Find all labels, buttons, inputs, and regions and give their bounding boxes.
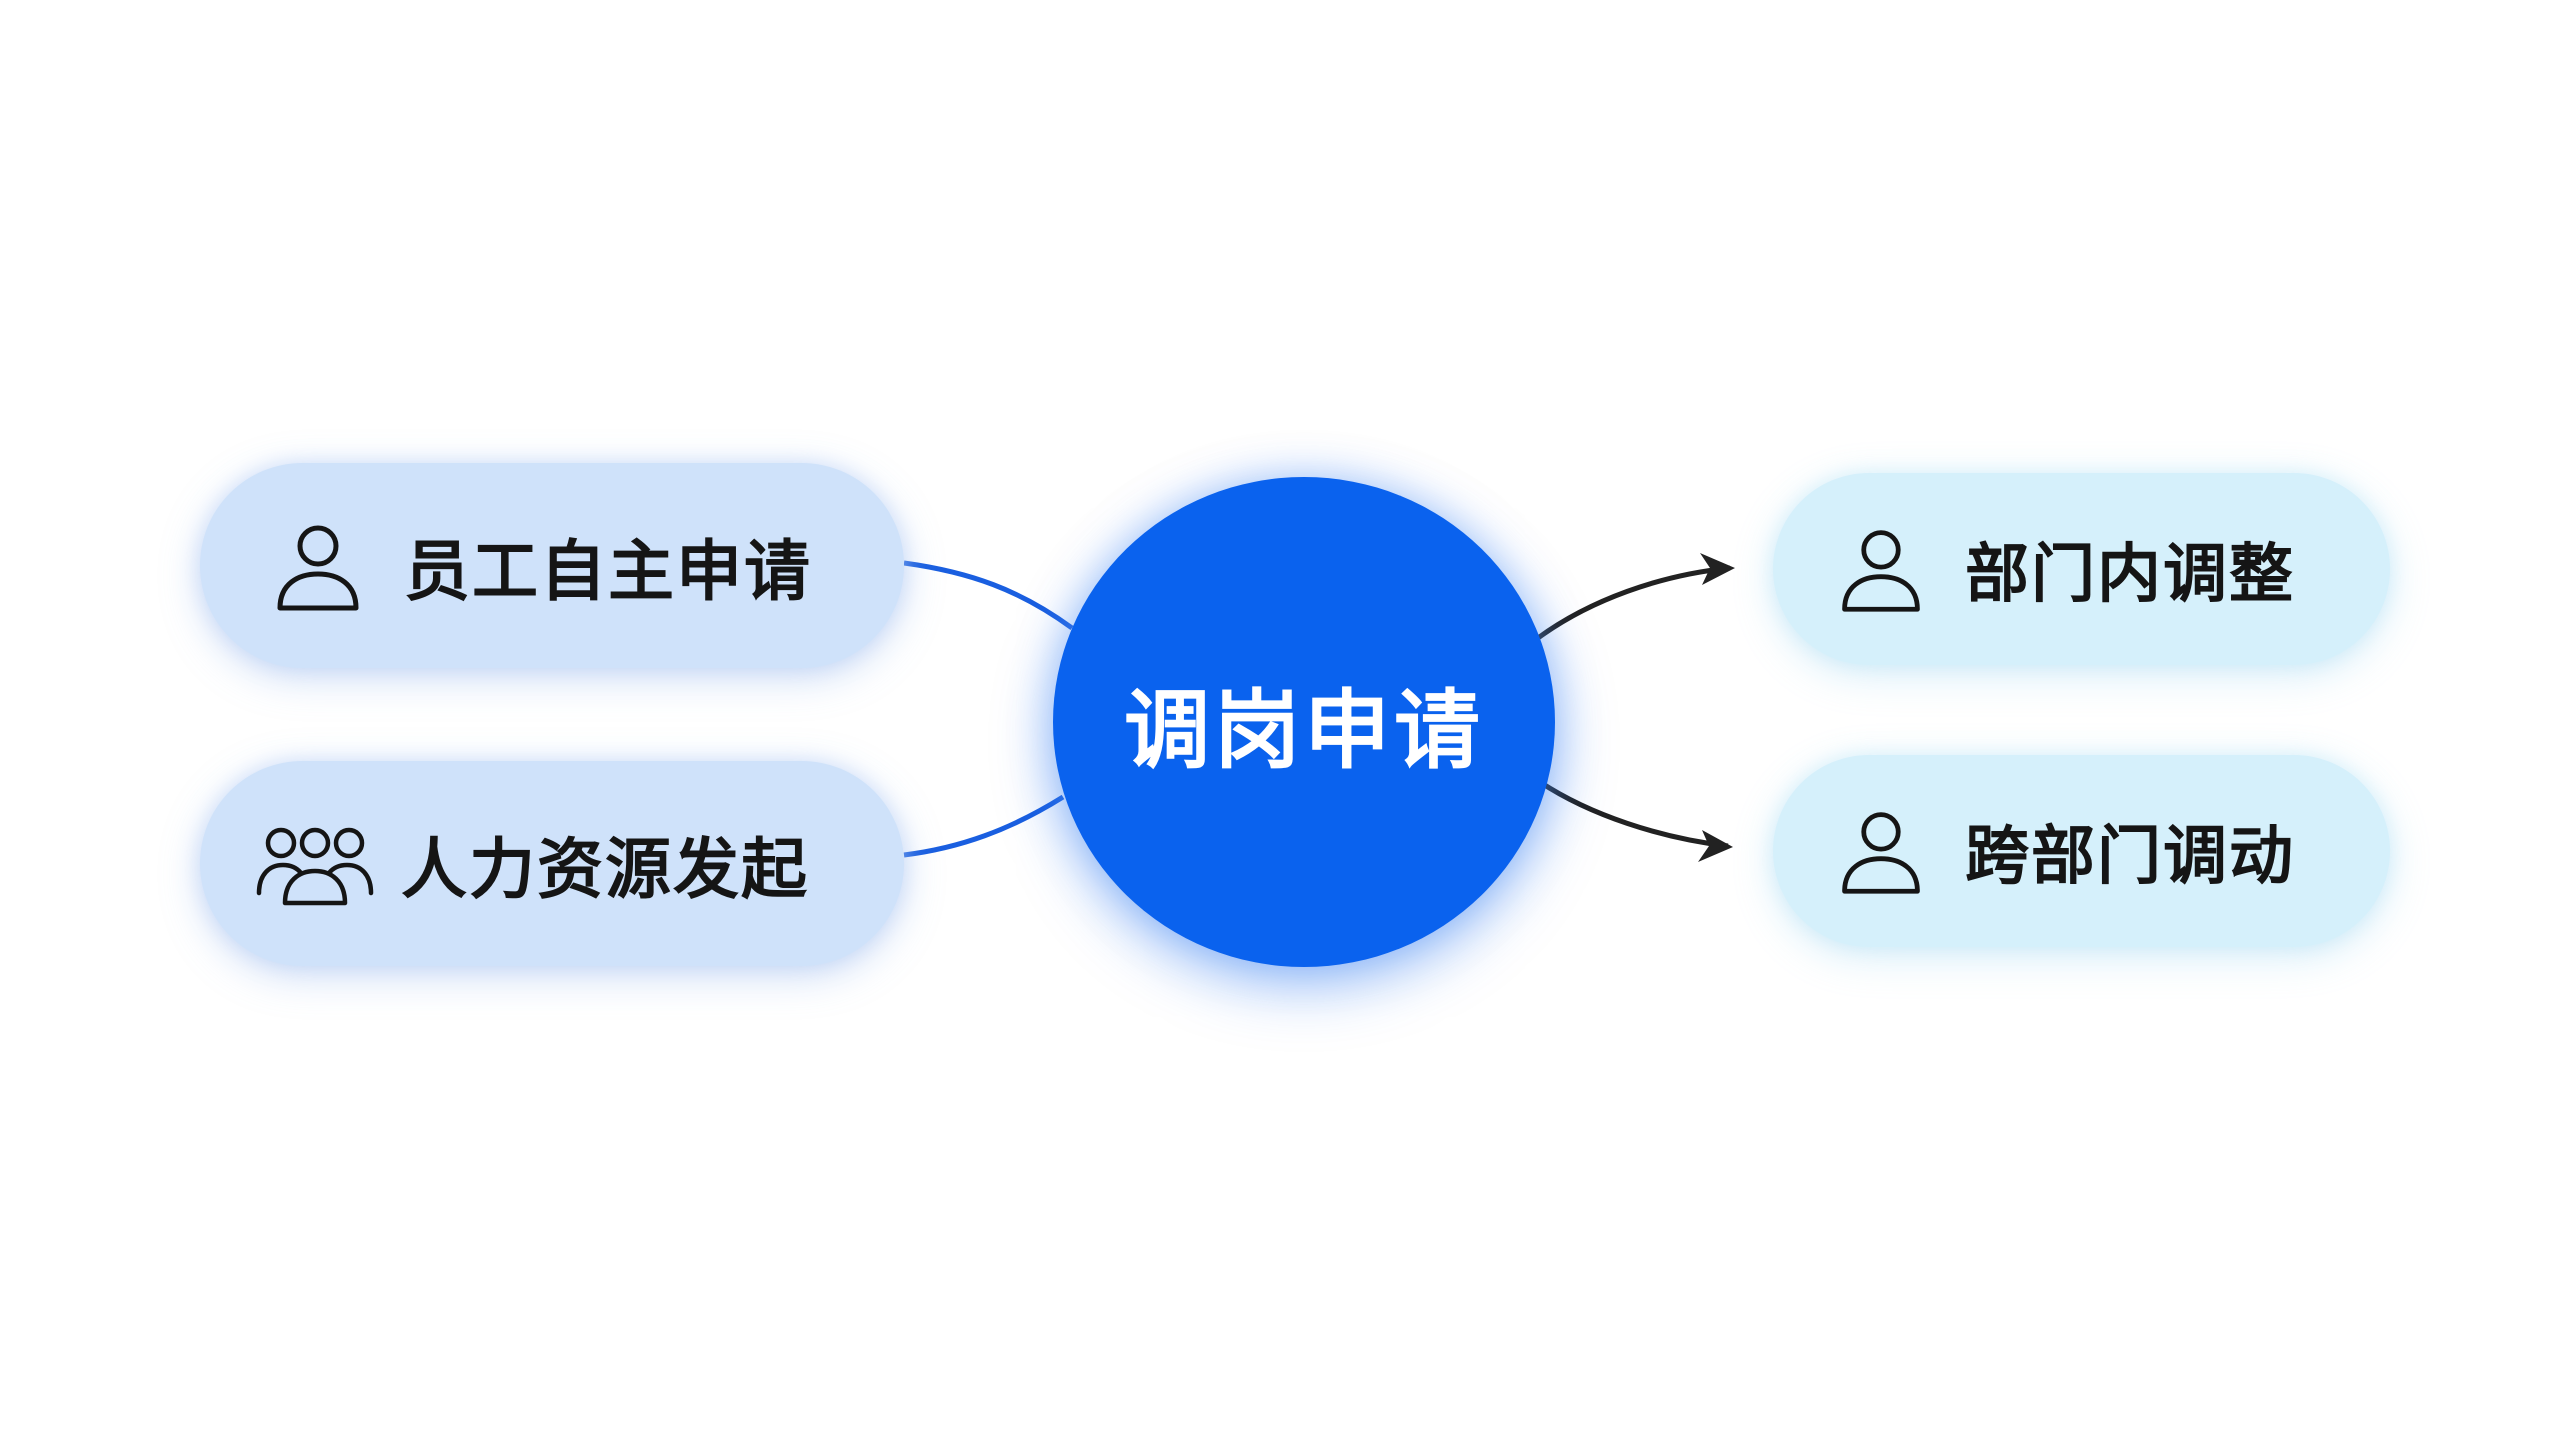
arrowhead-cross [1698,830,1733,862]
outcome-label: 跨部门调动 [1965,820,2295,894]
link-employee-to-hub [903,560,1074,631]
source-label: 员工自主申请 [404,532,812,610]
arrow-hub-to-cross [1538,779,1729,849]
person-icon [1835,805,1927,897]
arrowhead-intra [1700,553,1735,585]
outcome-intra-department: 部门内调整 [1773,473,2390,665]
arrow-hub-to-intra [1536,565,1731,641]
outcome-label: 部门内调整 [1965,538,2295,612]
group-icon [255,821,375,907]
center-label: 调岗申请 [1124,680,1484,781]
outcome-cross-department: 跨部门调动 [1773,755,2390,947]
center-node: 调岗申请 [1053,477,1555,967]
source-hr-initiated: 人力资源发起 [200,761,904,966]
link-hr-to-hub [903,794,1065,858]
source-employee-application: 员工自主申请 [200,463,904,668]
person-icon [270,518,366,614]
person-icon [1835,523,1927,615]
source-label: 人力资源发起 [401,830,809,908]
